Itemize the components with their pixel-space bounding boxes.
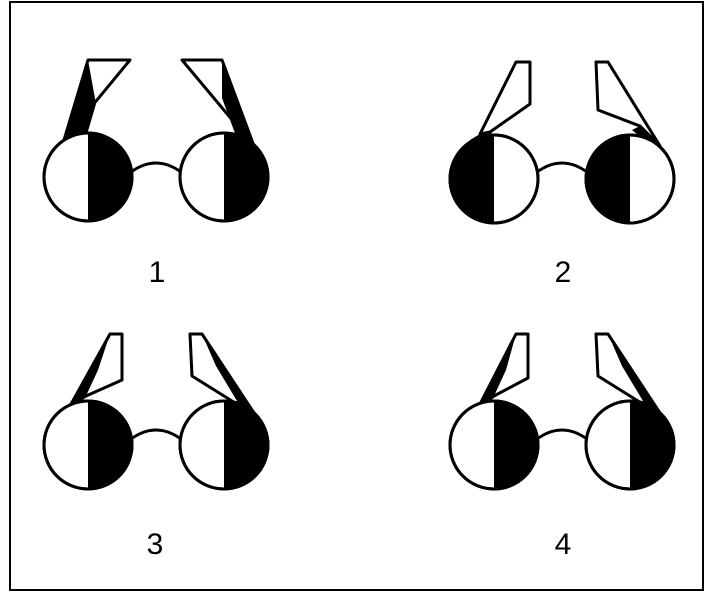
option-label: 1 [149,256,166,289]
option-label: 3 [147,528,164,561]
option-label: 2 [555,256,572,289]
option-label: 4 [555,528,572,561]
